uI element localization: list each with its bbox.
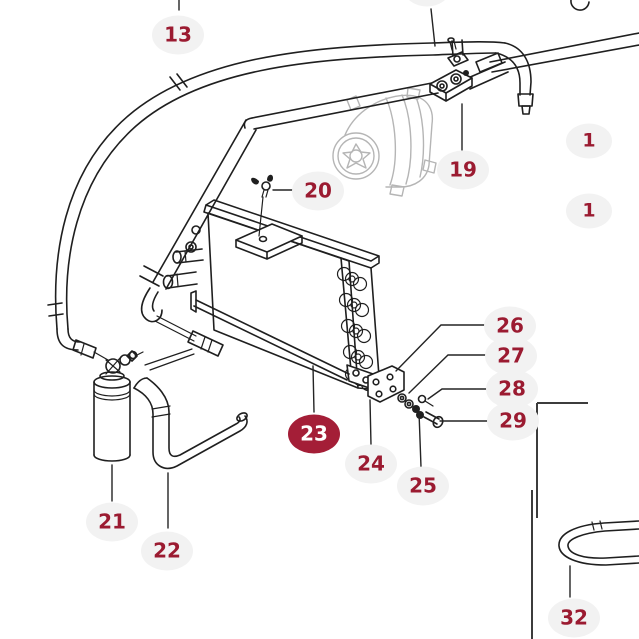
- receiver-drier-drawing: [93, 350, 144, 462]
- compressor-ghost-drawing: [332, 87, 437, 197]
- part-label-23[interactable]: 23: [288, 414, 340, 454]
- bracket-hardware-drawing: [367, 365, 444, 429]
- part-label-25[interactable]: 25: [397, 466, 449, 506]
- part-label-right-edge-lower[interactable]: 1: [566, 193, 612, 229]
- part-label-19[interactable]: 19: [437, 150, 489, 190]
- part-label-20[interactable]: 20: [292, 171, 344, 211]
- u-hose-drawing: [133, 377, 248, 470]
- part-label-13[interactable]: 13: [152, 15, 204, 55]
- part-label-top-center-cut[interactable]: [404, 0, 450, 7]
- part-label-22[interactable]: 22: [141, 531, 193, 571]
- part-label-32[interactable]: 32: [548, 598, 600, 638]
- part-label-29[interactable]: 29: [487, 401, 539, 441]
- part-label-21[interactable]: 21: [86, 502, 138, 542]
- condenser-drawing: [162, 174, 381, 392]
- fitting-assembly-drawing: [429, 37, 509, 102]
- leader-lines: [111, 0, 571, 598]
- part-label-right-edge-upper[interactable]: 1: [566, 123, 612, 159]
- hose-loop-drawing: [558, 520, 639, 566]
- part-label-24[interactable]: 24: [345, 444, 397, 484]
- part-label-26[interactable]: 26: [484, 306, 536, 346]
- part-label-27[interactable]: 27: [485, 336, 537, 376]
